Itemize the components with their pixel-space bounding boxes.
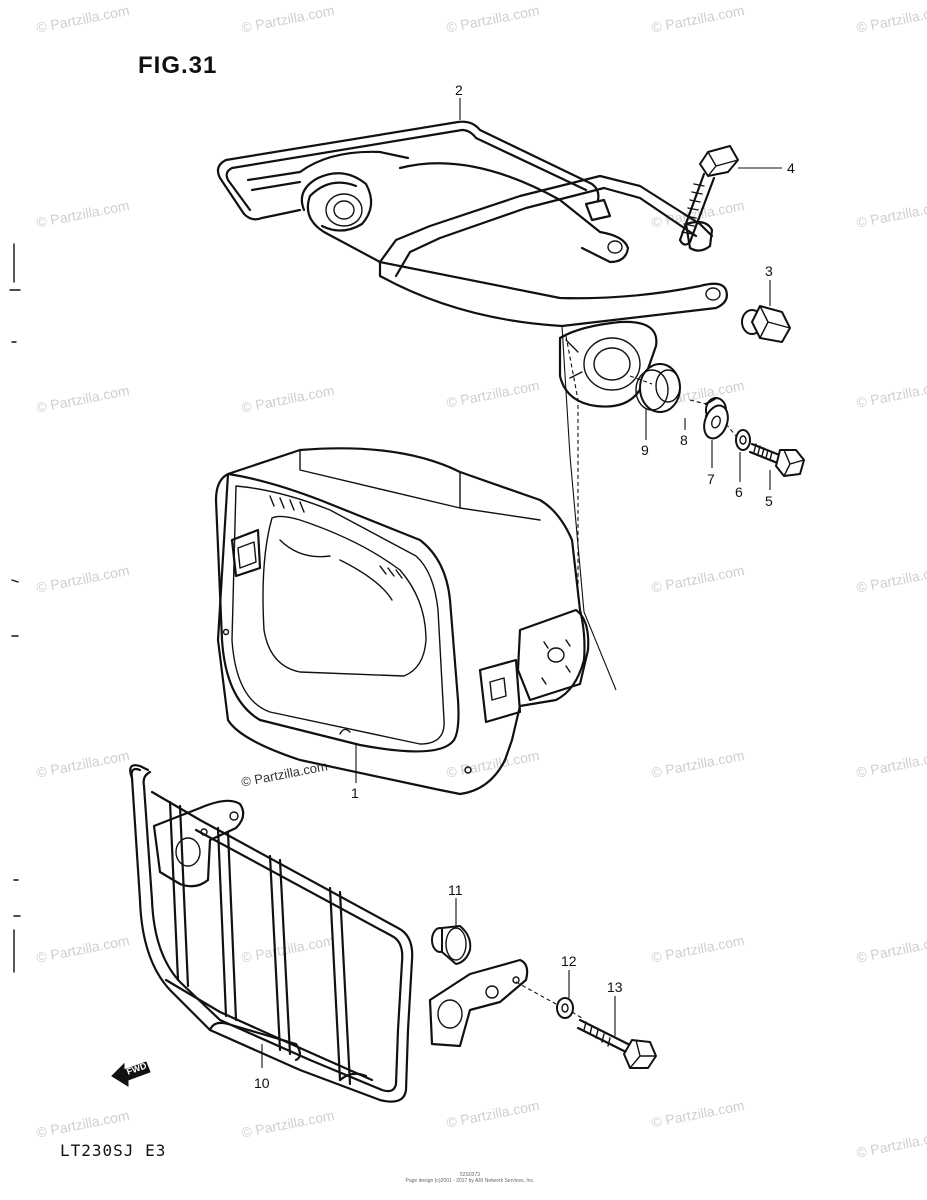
footer-code: 52S0373 xyxy=(459,1172,481,1178)
grommet xyxy=(635,363,681,413)
callout-12: 12 xyxy=(561,953,577,969)
lower-guard xyxy=(129,764,529,1103)
callout-10: 10 xyxy=(254,1075,270,1091)
callout-6: 6 xyxy=(735,484,743,500)
bolt-upper xyxy=(678,145,739,246)
callout-3: 3 xyxy=(765,263,773,279)
guide-line xyxy=(561,325,617,691)
callout-7: 7 xyxy=(707,471,715,487)
callout-2: 2 xyxy=(455,82,463,98)
upper-guard-bracket xyxy=(216,120,728,408)
bolt-lower xyxy=(576,1018,657,1069)
washer-small xyxy=(556,997,574,1019)
cushion-cap xyxy=(431,925,472,965)
guide-line xyxy=(515,981,583,1019)
model-code: LT230SJ E3 xyxy=(60,1141,167,1160)
figure-title: FIG.31 xyxy=(138,52,218,79)
callouts: 2 4 3 9 8 7 6 5 1 11 xyxy=(254,82,795,1091)
washer-large xyxy=(703,404,729,440)
guide-line xyxy=(629,375,737,437)
callout-8: 8 xyxy=(680,432,688,448)
footer-copyright: Page design (c)2001 - 2017 by ARI Networ… xyxy=(405,1178,535,1184)
scan-marks xyxy=(9,243,21,973)
callout-5: 5 xyxy=(765,493,773,509)
callout-4: 4 xyxy=(787,160,795,176)
callout-1: 1 xyxy=(351,785,359,801)
fwd-arrow-icon: FWD xyxy=(111,1060,151,1087)
callout-9: 9 xyxy=(641,442,649,458)
flange-nut xyxy=(741,305,791,343)
lock-washer xyxy=(735,429,751,451)
callout-11: 11 xyxy=(448,882,463,898)
bolt-side xyxy=(748,442,805,477)
headlight-housing xyxy=(214,447,590,796)
footer-credit: 52S0373 Page design (c)2001 - 2017 by AR… xyxy=(400,1172,540,1184)
callout-13: 13 xyxy=(607,979,623,995)
guide-line xyxy=(565,335,579,600)
